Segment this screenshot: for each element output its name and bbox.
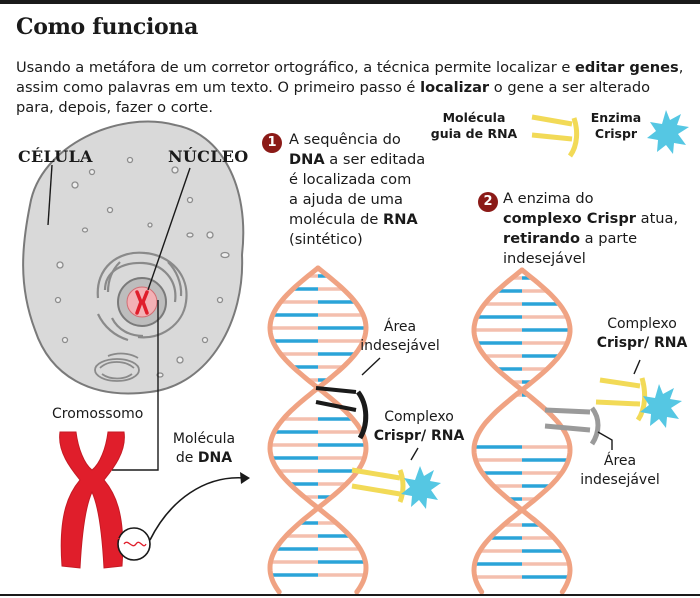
zoom-dna-icon <box>123 541 147 547</box>
nucleus-label: NÚCLEO <box>168 147 249 166</box>
bottom-rule <box>0 594 700 596</box>
step-1-complex-label: Complexo Crispr/ RNA <box>373 409 465 444</box>
cell-label: CÉLULA <box>18 147 93 166</box>
crispr-complex-2 <box>595 359 682 428</box>
cell-label-line <box>47 164 53 226</box>
area-label-line-1 <box>361 357 381 376</box>
step-2-complex-label: Complexo Crispr/ RNA <box>596 316 688 351</box>
zoom-arrow <box>149 477 246 541</box>
step-2-badge: 2 <box>478 192 498 212</box>
zoom-pointer-line <box>109 535 121 540</box>
rna-guide-icon <box>351 467 401 481</box>
nucleus-label-line <box>147 167 191 291</box>
top-rule <box>0 0 700 4</box>
excised-segment-2 <box>544 423 591 433</box>
chromosome-icon <box>59 431 125 569</box>
crispr-enzyme-icon <box>401 466 441 509</box>
undesired-region-mark-2 <box>315 400 357 412</box>
legend-rna-guide-label: Molécula guia de RNA <box>430 110 518 141</box>
nucleus-chromosome-icon <box>135 290 149 315</box>
legend-crispr-enzyme-label: Enzima Crispr <box>590 110 642 141</box>
step-2-text: A enzima do complexo Crispr atua, retira… <box>503 190 679 267</box>
crispr-complex-1 <box>351 447 441 509</box>
step-1-text: A sequência do DNA a ser editada é local… <box>289 131 426 248</box>
dna-helix-1-rungs <box>270 274 366 577</box>
crispr-enzyme-icon <box>640 384 682 428</box>
cell-diagram <box>22 120 245 395</box>
legend-icons <box>531 110 689 158</box>
chromosome-label: Cromossomo <box>52 406 144 422</box>
endoplasmic-reticulum <box>96 251 188 342</box>
dna-helix-2-strand-b <box>471 267 573 595</box>
dna-zoom-circle <box>117 527 151 561</box>
cell-body <box>22 120 245 395</box>
dna-helix-1-strand-a <box>267 265 369 595</box>
complex-label-line-2 <box>633 359 641 375</box>
dna-helix-1-strand-b <box>267 265 369 595</box>
dna-molecule-label: Molécula de DNA <box>172 431 236 466</box>
intro-paragraph: Usando a metáfora de um corretor ortográ… <box>16 59 684 116</box>
excised-segment-1 <box>544 407 591 415</box>
legend-rna-guide-icon <box>531 114 573 127</box>
dna-helix-2 <box>471 267 613 595</box>
complex-label-line-1 <box>410 447 419 461</box>
undesired-region-mark-1 <box>315 386 357 394</box>
zoom-arrow-head <box>240 472 250 484</box>
excised-bracket <box>589 406 601 446</box>
page-title: Como funciona <box>16 14 199 40</box>
step-2-area-label: Área indesejável <box>580 453 660 488</box>
dna-helix-2-strand-a <box>471 267 573 595</box>
step-1-area-label: Área indesejável <box>360 319 440 354</box>
dna-helix-1 <box>267 265 381 595</box>
crispr-rna-bound-bracket <box>355 390 369 440</box>
golgi-apparatus <box>94 352 140 382</box>
legend-crispr-enzyme-icon <box>647 110 689 154</box>
step-1-badge: 1 <box>262 133 282 153</box>
area-label-line-2 <box>597 431 613 450</box>
chromosome-connector-line <box>112 300 159 471</box>
cell-vesicles <box>54 156 230 378</box>
